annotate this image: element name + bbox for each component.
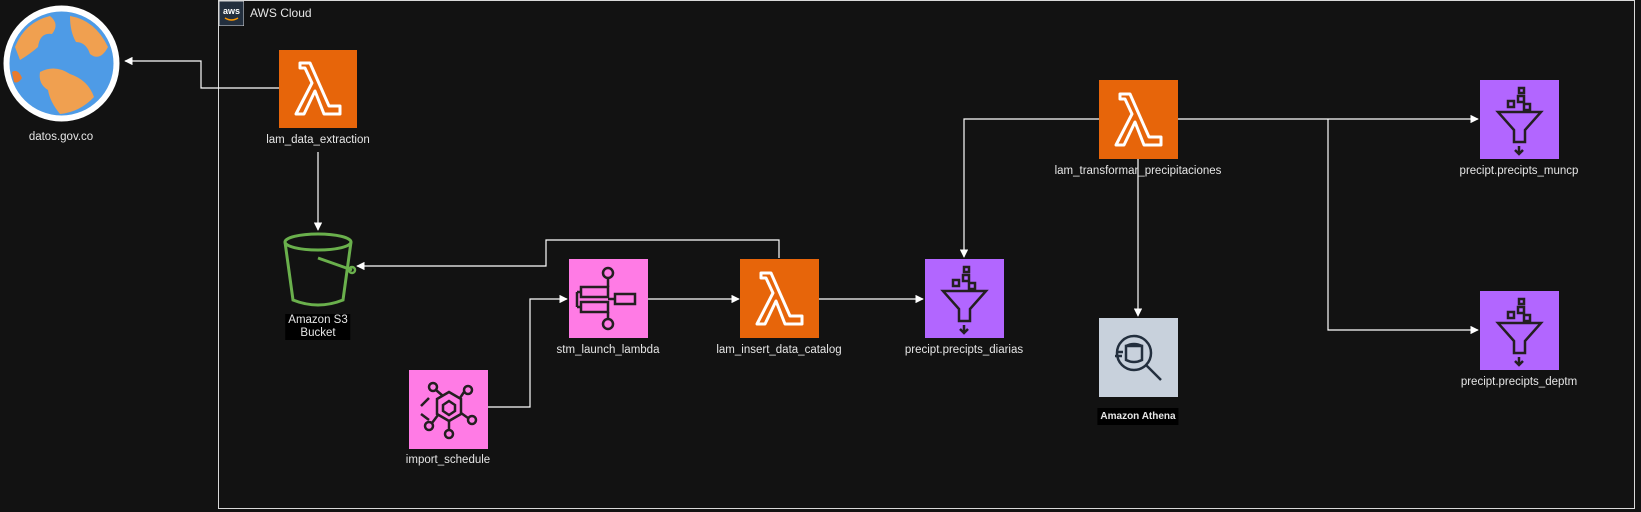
lam-insert-data-catalog-node[interactable] bbox=[740, 259, 819, 338]
s3-bucket-icon bbox=[283, 232, 357, 307]
precipts-muncp-label: precipt.precipts_muncp bbox=[1459, 165, 1579, 177]
edge-transformar-to-diarias bbox=[959, 118, 1099, 258]
lam-insert-data-catalog-label: lam_insert_data_catalog bbox=[716, 344, 842, 356]
import-schedule-label: import_schedule bbox=[405, 454, 491, 466]
edge-transformar-to-deptm bbox=[1327, 119, 1479, 335]
lambda-icon bbox=[755, 271, 804, 326]
aws-cloud-group bbox=[218, 0, 1635, 509]
precipts-deptm-label: precipt.precipts_deptm bbox=[1460, 376, 1578, 388]
globe-icon bbox=[3, 5, 120, 122]
precipts-deptm-node[interactable] bbox=[1480, 291, 1559, 370]
precipts-diarias-node[interactable] bbox=[925, 259, 1004, 338]
s3-label-line2: Bucket bbox=[300, 327, 336, 339]
athena-node[interactable] bbox=[1099, 318, 1178, 397]
s3-label-line1: Amazon S3 bbox=[288, 314, 348, 326]
s3-label: Amazon S3 Bucket bbox=[285, 314, 351, 340]
lambda-icon bbox=[1114, 92, 1163, 147]
lam-transformar-node[interactable] bbox=[1099, 80, 1178, 159]
athena-label: Amazon Athena bbox=[1097, 408, 1179, 425]
datos-globe-node[interactable] bbox=[0, 2, 123, 125]
edge-insert-to-s3 bbox=[356, 239, 780, 271]
lam-transformar-label: lam_transformar_precipitaciones bbox=[1054, 165, 1222, 177]
datos-label: datos.gov.co bbox=[28, 131, 94, 143]
s3-bucket-node[interactable] bbox=[278, 230, 358, 310]
lambda-icon bbox=[294, 61, 342, 116]
glue-crawler-icon bbox=[1495, 86, 1544, 156]
stm-launch-lambda-node[interactable] bbox=[569, 259, 648, 338]
import-schedule-node[interactable] bbox=[409, 370, 488, 449]
eventbridge-scheduler-icon bbox=[420, 381, 478, 440]
edge-extraction-to-datos bbox=[124, 56, 279, 89]
precipts-diarias-label: precipt.precipts_diarias bbox=[904, 344, 1024, 356]
stm-launch-lambda-label: stm_launch_lambda bbox=[556, 344, 660, 356]
glue-crawler-icon bbox=[1495, 297, 1544, 367]
edge-schedule-to-stm bbox=[488, 294, 568, 408]
lam-data-extraction-node[interactable] bbox=[279, 50, 357, 128]
step-functions-icon bbox=[575, 266, 637, 331]
precipts-muncp-node[interactable] bbox=[1480, 80, 1559, 159]
lam-data-extraction-label: lam_data_extraction bbox=[266, 134, 370, 146]
aws-cloud-label: AWS Cloud bbox=[250, 6, 312, 20]
aws-badge-text: aws bbox=[223, 6, 240, 16]
athena-icon bbox=[1115, 334, 1162, 381]
aws-logo-icon: aws bbox=[218, 0, 245, 27]
glue-crawler-icon bbox=[940, 265, 989, 335]
